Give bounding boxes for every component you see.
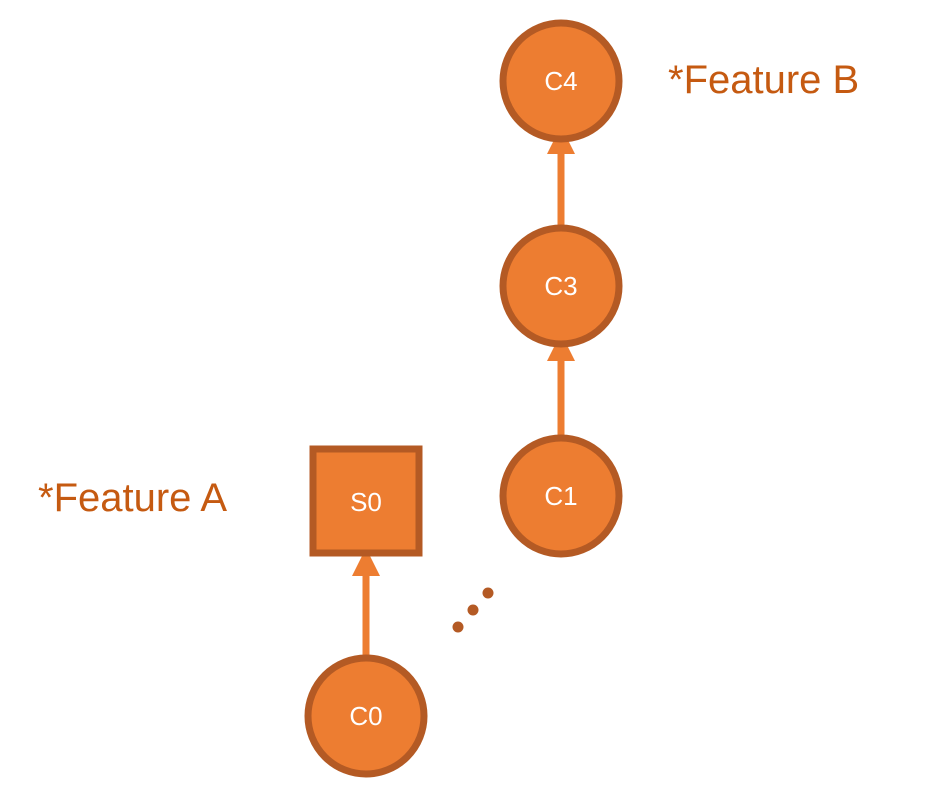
stash-square [309,445,423,557]
stash-node-s0: S0 [309,445,423,557]
ellipsis-dot [452,621,464,633]
branch-label-feature-a: *Feature A [38,476,227,520]
commit-label: C1 [544,481,577,511]
commit-circle [499,224,623,348]
commit-label: C0 [349,701,382,731]
branch-label-feature-b: *Feature B [668,58,859,102]
stash-label: S0 [350,487,382,517]
ellipsis-gap-marker [452,587,494,633]
commit-label: C3 [544,271,577,301]
commit-node-c0: C0 [304,654,428,778]
ellipsis-dot [467,604,479,616]
ellipsis-dot [482,587,494,599]
commit-node-c4: C4 [499,19,623,143]
commit-node-c3: C3 [499,224,623,348]
commit-label: C4 [544,66,577,96]
commit-circle [499,19,623,143]
commit-node-c1: C1 [499,434,623,558]
commit-circle [499,434,623,558]
commit-circle [304,654,428,778]
